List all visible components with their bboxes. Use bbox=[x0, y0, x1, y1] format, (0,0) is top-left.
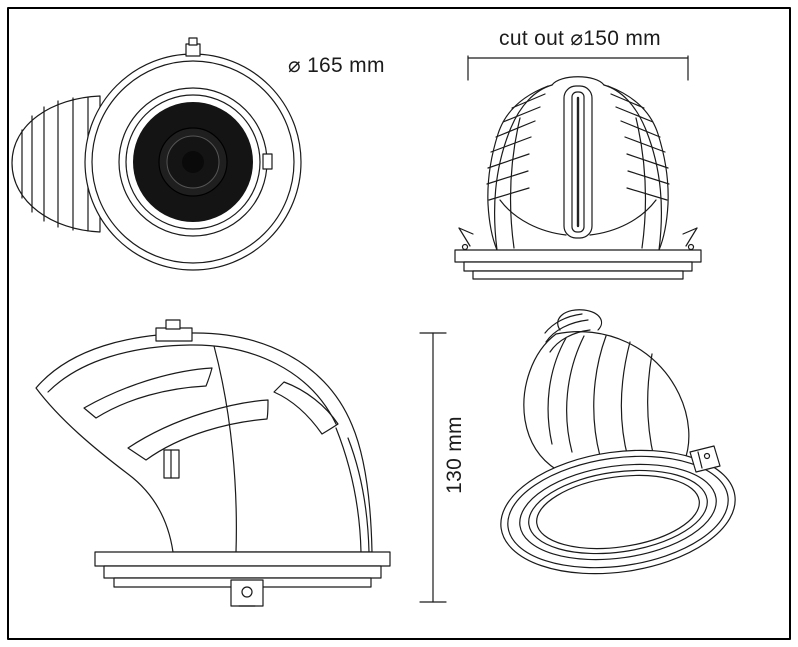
height-dimension-label: 130 mm bbox=[443, 416, 466, 494]
cutout-diameter-label: cut out ⌀150 mm bbox=[499, 27, 661, 50]
recessed-body bbox=[486, 76, 670, 251]
cutout-dimension-line bbox=[467, 55, 689, 81]
perspective-trim-ring bbox=[500, 449, 736, 575]
perspective-view-drawing bbox=[500, 309, 736, 575]
side-view-trim-flange bbox=[94, 551, 391, 607]
height-dimension-line bbox=[419, 332, 447, 603]
front-view-tabs bbox=[185, 37, 273, 170]
retention-springs bbox=[458, 227, 698, 251]
front-diameter-label: ⌀ 165 mm bbox=[288, 54, 385, 77]
perspective-mounting-clip bbox=[689, 445, 721, 473]
drawing-border bbox=[7, 7, 791, 640]
recessed-center-module bbox=[499, 85, 657, 239]
perspective-hood bbox=[523, 309, 690, 471]
recessed-front-view-drawing bbox=[454, 55, 702, 280]
front-view-lens bbox=[133, 102, 253, 222]
recessed-trim-flange bbox=[454, 249, 702, 280]
side-view-drawing bbox=[35, 319, 447, 607]
front-view-drawing bbox=[11, 37, 302, 271]
side-view-scoop-body bbox=[35, 319, 373, 553]
front-view-scoop bbox=[11, 95, 101, 233]
